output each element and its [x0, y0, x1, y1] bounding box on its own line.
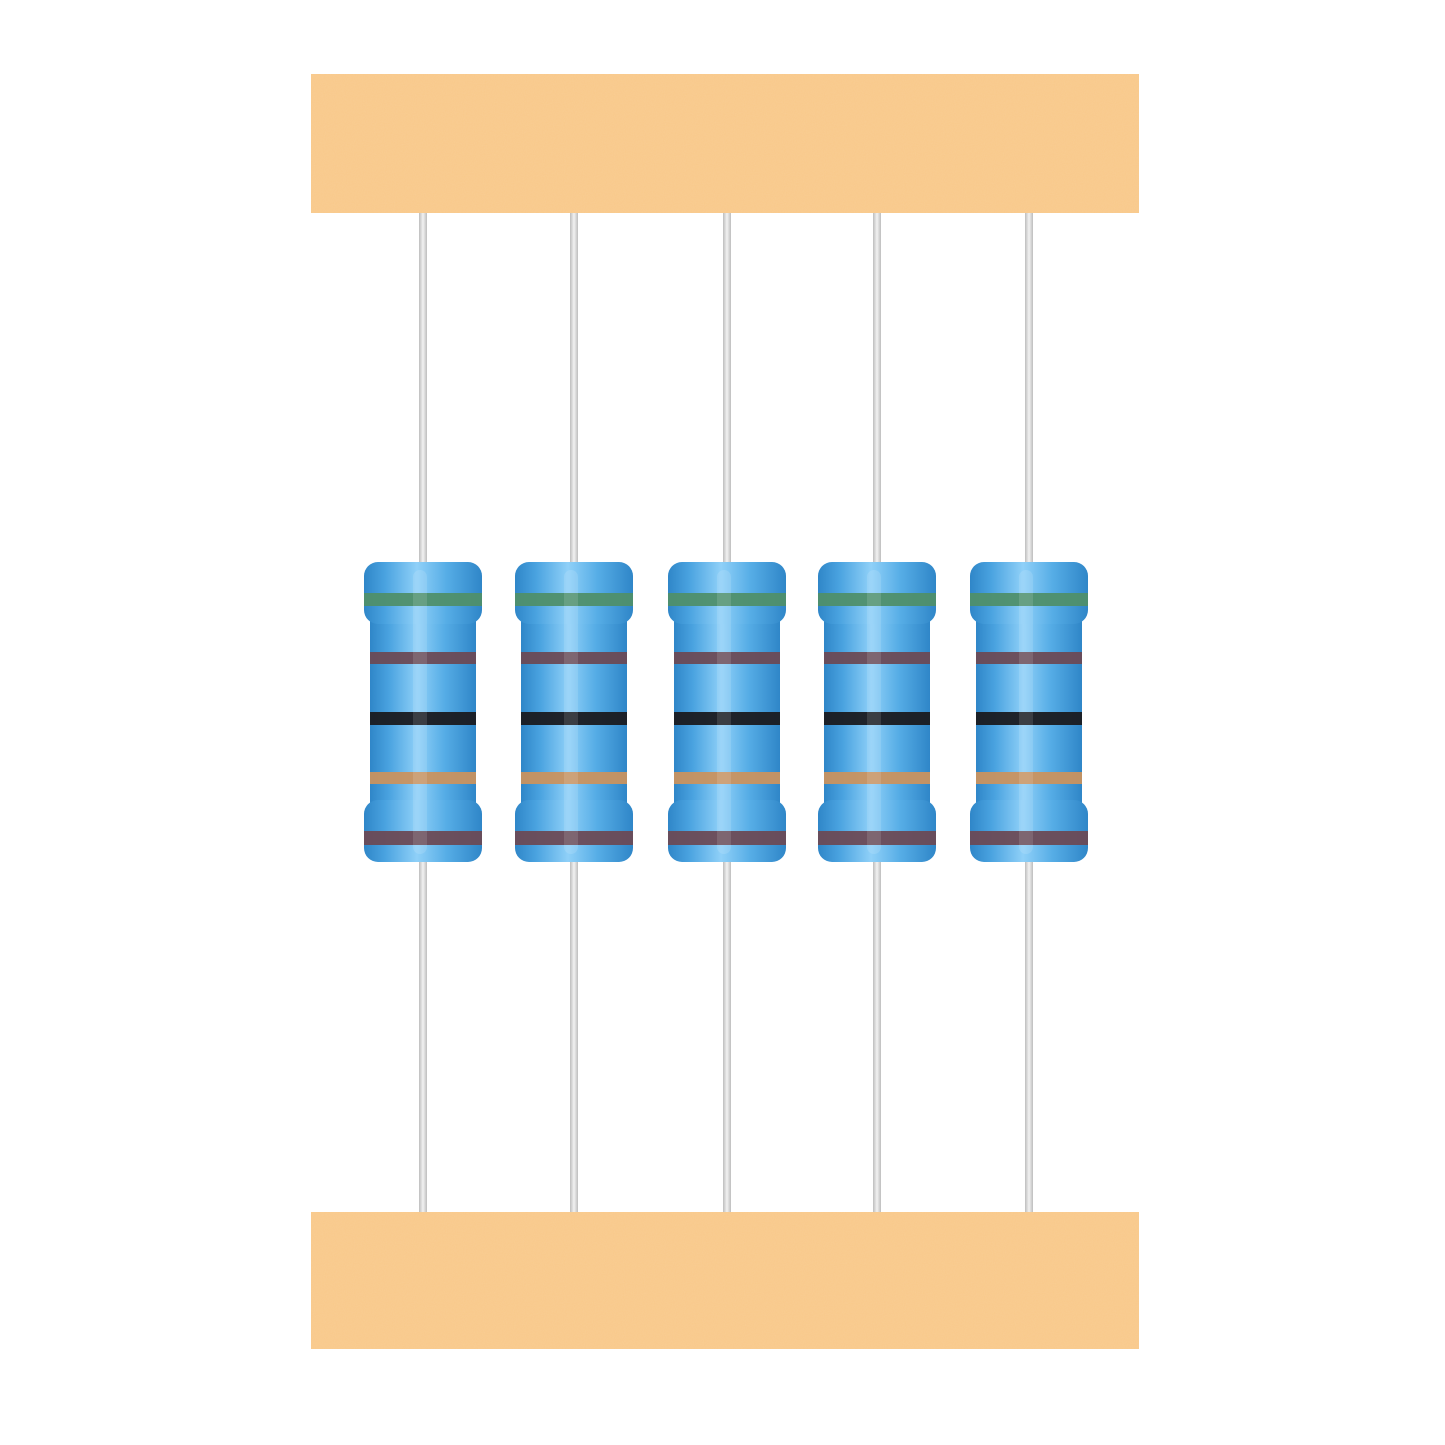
color-band-green	[364, 593, 482, 606]
color-band-brown	[818, 831, 936, 845]
color-band-black	[976, 712, 1082, 725]
resistor-highlight	[564, 570, 578, 854]
resistor-lead-top	[570, 213, 578, 572]
resistor-lead-top	[873, 213, 881, 572]
resistor	[668, 562, 786, 862]
color-band-brown	[976, 652, 1082, 664]
color-band-green	[970, 593, 1088, 606]
color-band-brown	[521, 652, 627, 664]
resistor-lead-bottom	[723, 852, 731, 1212]
color-band-brown	[668, 831, 786, 845]
color-band-black	[521, 712, 627, 725]
resistor-highlight	[717, 570, 731, 854]
resistor-lead-bottom	[873, 852, 881, 1212]
color-band-orange	[674, 772, 780, 784]
color-band-brown	[674, 652, 780, 664]
resistor-lead-top	[419, 213, 427, 572]
resistor	[364, 562, 482, 862]
resistor-lead-bottom	[1025, 852, 1033, 1212]
color-band-brown	[370, 652, 476, 664]
color-band-black	[824, 712, 930, 725]
resistor	[818, 562, 936, 862]
color-band-brown	[824, 652, 930, 664]
resistor-lead-top	[1025, 213, 1033, 572]
color-band-black	[674, 712, 780, 725]
resistor-lead-bottom	[570, 852, 578, 1212]
resistor-highlight	[867, 570, 881, 854]
color-band-green	[818, 593, 936, 606]
color-band-orange	[521, 772, 627, 784]
color-band-orange	[824, 772, 930, 784]
bottom-tape	[311, 1212, 1139, 1349]
top-tape	[311, 74, 1139, 213]
color-band-brown	[515, 831, 633, 845]
color-band-orange	[370, 772, 476, 784]
resistor	[515, 562, 633, 862]
color-band-green	[668, 593, 786, 606]
resistor	[970, 562, 1088, 862]
color-band-green	[515, 593, 633, 606]
color-band-brown	[364, 831, 482, 845]
color-band-black	[370, 712, 476, 725]
resistor-lead-bottom	[419, 852, 427, 1212]
resistor-lead-top	[723, 213, 731, 572]
leads	[419, 213, 1033, 1212]
resistors	[364, 562, 1088, 862]
color-band-brown	[970, 831, 1088, 845]
color-band-orange	[976, 772, 1082, 784]
resistor-highlight	[413, 570, 427, 854]
resistor-highlight	[1019, 570, 1033, 854]
